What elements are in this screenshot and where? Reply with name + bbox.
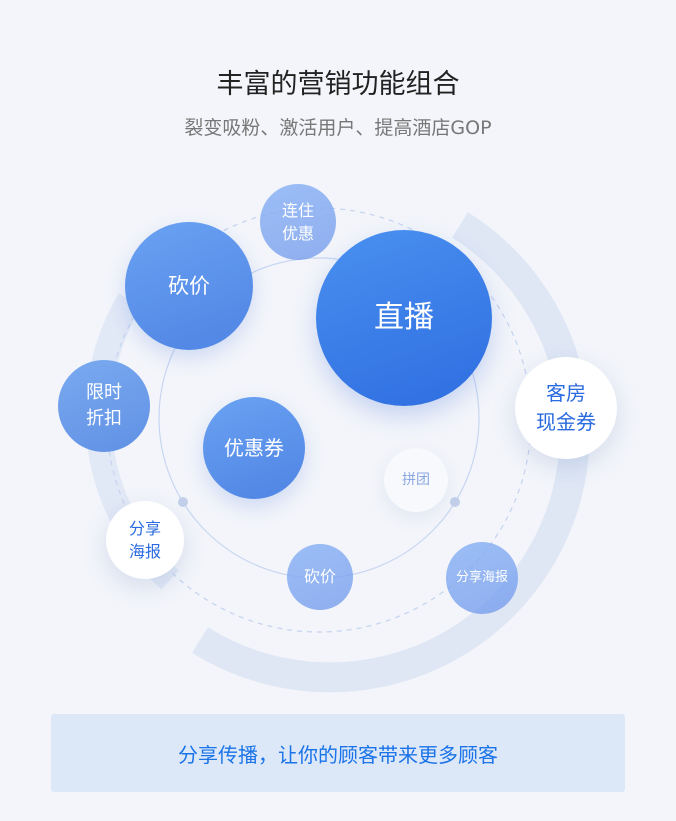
- orbit-dot: [178, 497, 188, 507]
- bubble-fenxiang-white: 分享 海报: [106, 501, 184, 579]
- page-subtitle: 裂变吸粉、激活用户、提高酒店GOP: [184, 117, 492, 139]
- share-banner: 分享传播，让你的顾客带来更多顾客: [51, 714, 625, 792]
- bubble-lianzhu: 连住 优惠: [260, 184, 336, 260]
- bubble-kanjia-large: 砍价: [125, 222, 253, 350]
- bubble-youhuiquan: 优惠券: [203, 397, 305, 499]
- banner-text: 分享传播，让你的顾客带来更多顾客: [178, 742, 498, 767]
- page-title: 丰富的营销功能组合: [216, 69, 460, 100]
- bubble-kefang: 客房 现金券: [515, 357, 617, 459]
- bubble-fenxiang-small: 分享海报: [446, 542, 518, 614]
- bubble-zhibo: 直播: [316, 230, 492, 406]
- orbit-dot: [450, 497, 460, 507]
- soft-ring-arc: [192, 212, 590, 693]
- feature-diagram: 连住 优惠 砍价 直播 限时 折扣 客房 现金券 优惠券 拼团 分享 海报 砍价…: [58, 184, 617, 693]
- bubble-xianshi: 限时 折扣: [58, 360, 150, 452]
- bubble-pintuan: 拼团: [384, 448, 448, 512]
- bubble-kanjia-small: 砍价: [287, 544, 353, 610]
